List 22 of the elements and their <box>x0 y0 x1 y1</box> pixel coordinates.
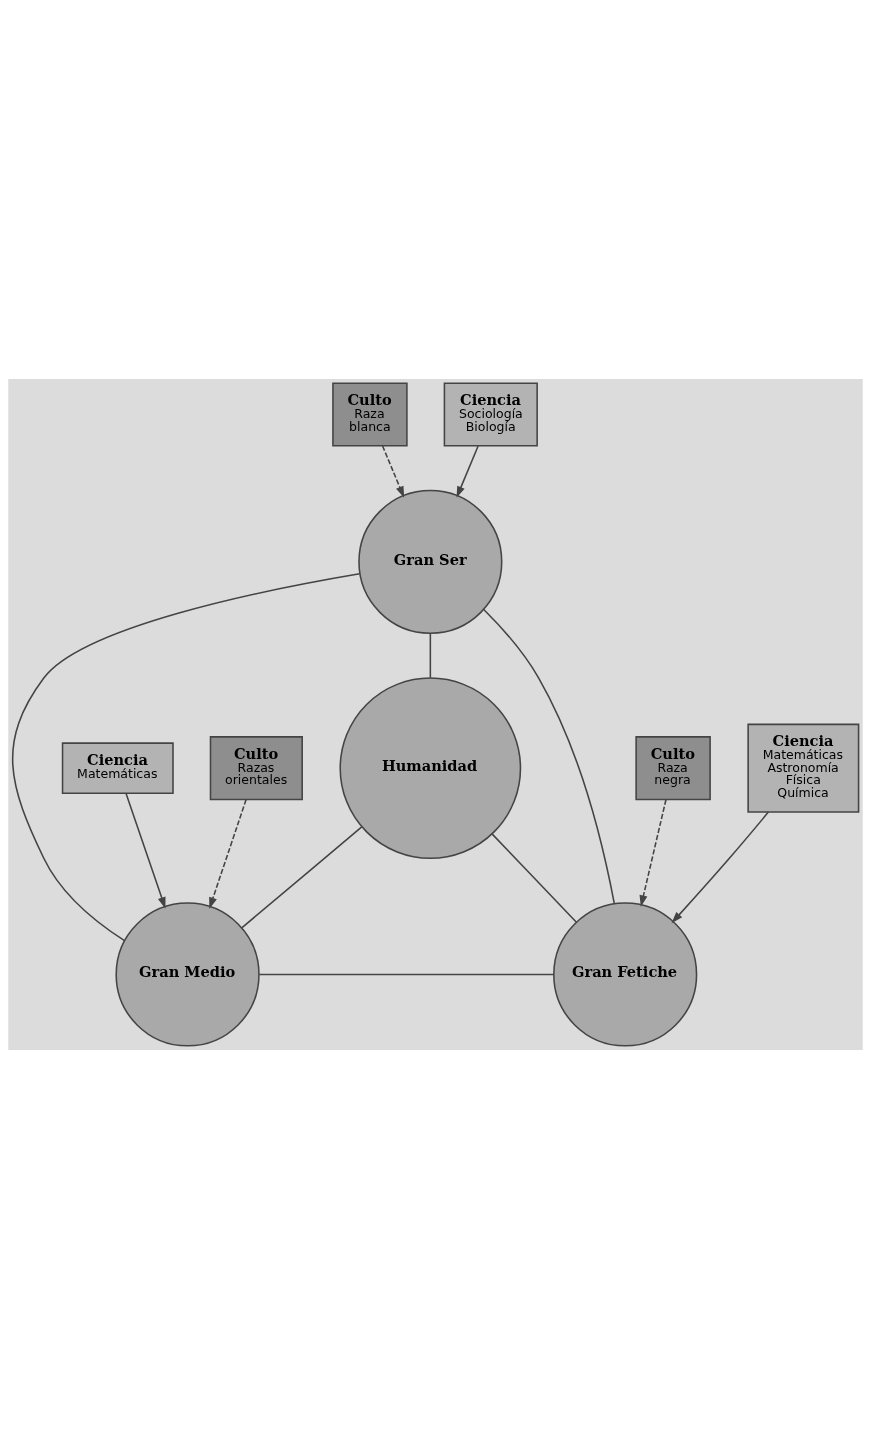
connector <box>258 973 555 976</box>
arrow <box>671 811 770 924</box>
connector <box>429 632 432 679</box>
arrow <box>209 799 247 909</box>
node-circle: Humanidad <box>339 677 522 860</box>
arrow <box>456 445 479 498</box>
connector <box>491 833 578 924</box>
arrow <box>639 799 667 907</box>
node-box: Culto Raza blanca <box>332 382 408 447</box>
connector <box>241 826 363 929</box>
node-circle: Gran Fetiche <box>553 902 698 1047</box>
connector <box>12 572 361 942</box>
node-circle: Gran Medio <box>115 902 260 1047</box>
connector <box>483 608 616 905</box>
arrow <box>381 445 405 498</box>
node-box: Culto Raza negra <box>635 736 711 801</box>
node-box: Ciencia Matemáticas <box>61 742 174 794</box>
node-circle: Gran Ser <box>358 489 503 634</box>
node-box: Ciencia Matemáticas Astronomía Física Química <box>747 723 860 813</box>
arrow <box>125 792 166 909</box>
node-box: Ciencia Sociología Biología <box>443 382 538 447</box>
node-box: Culto Razas orientales <box>209 736 303 801</box>
